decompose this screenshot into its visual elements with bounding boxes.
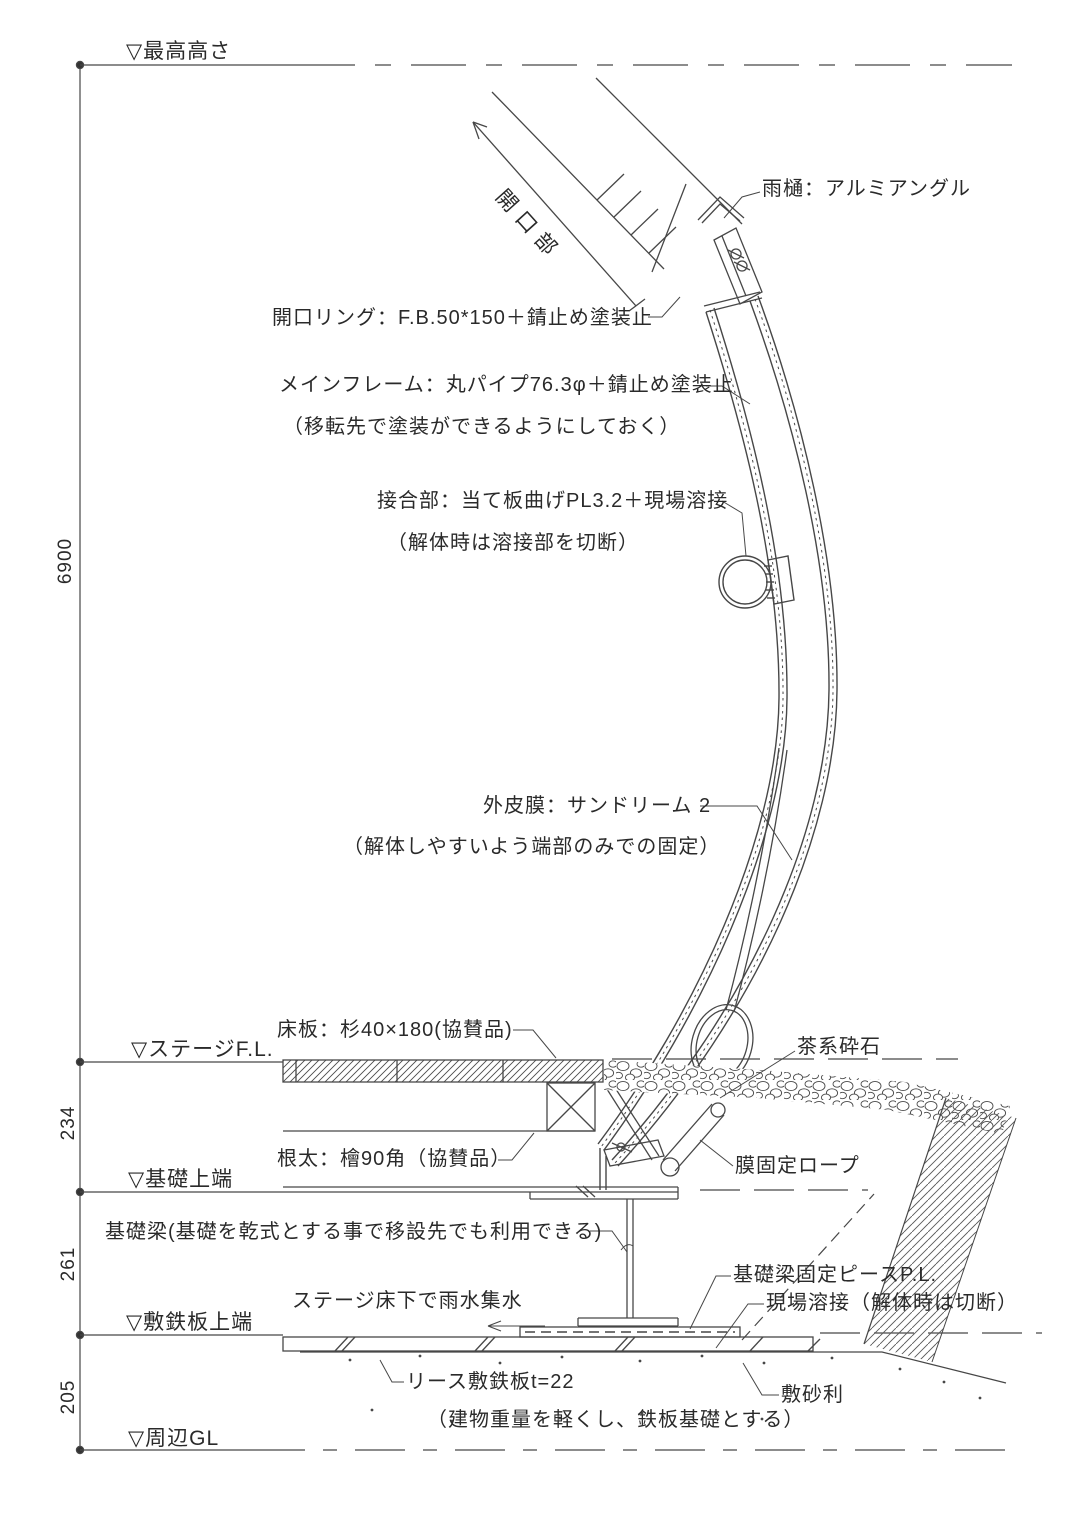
ann-lease-plate: リース敷鉄板t=22 <box>406 1371 575 1393</box>
ground-and-bank <box>300 1060 1017 1423</box>
ann-rain-gutter: 雨樋：アルミアングル <box>762 178 971 200</box>
dimension-system <box>75 60 1042 1455</box>
ann-main-frame: メインフレーム：丸パイプ76.3φ＋錆止め塗装止 <box>279 374 734 396</box>
ann-bottom-note: （建物重量を軽くし、鉄板基礎とする） <box>427 1409 805 1431</box>
ann-outer-membrane: 外皮膜：サンドリーム 2 <box>483 795 712 817</box>
gutter-and-bracket <box>697 196 763 313</box>
ann-floor-board: 床板：杉40×180(協賛品) <box>277 1019 513 1041</box>
ann-rainwater: ステージ床下で雨水集水 <box>292 1290 523 1312</box>
ann-foundation-beam: 基礎梁(基礎を乾式とする事で移設先でも利用できる) <box>105 1221 603 1243</box>
foundation-beam <box>529 1185 679 1327</box>
level-foundation-top: ▽基礎上端 <box>128 1168 234 1191</box>
base-plates <box>282 1320 821 1352</box>
level-stage-fl: ▽ステージF.L. <box>131 1038 274 1061</box>
opening-ring-assembly <box>472 77 743 312</box>
level-highest: ▽最高高さ <box>126 40 232 63</box>
ann-outer-membrane-note: （解体しやすいよう端部のみでの固定） <box>343 836 721 858</box>
ann-field-weld: 現場溶接（解体時は切断） <box>766 1292 1018 1314</box>
ann-joist: 根太：檜90角（協賛品） <box>277 1148 512 1170</box>
level-ground: ▽周辺GL <box>128 1427 220 1450</box>
membrane-edge-and-rope <box>603 747 788 1177</box>
main-frame-pipe <box>597 295 838 1190</box>
level-plate-top: ▽敷鉄板上端 <box>126 1311 254 1334</box>
dim-plate-to-gl: 205 <box>58 1379 79 1415</box>
ann-joint: 接合部：当て板曲げPL3.2＋現場溶接 <box>377 490 729 512</box>
stage-deck <box>282 1059 678 1188</box>
ann-joint-note: （解体時は溶接部を切断） <box>387 532 639 554</box>
dim-overall: 6900 <box>55 537 76 585</box>
leader-lines <box>379 191 796 1396</box>
ann-brown-gravel: 茶系砕石 <box>797 1036 881 1058</box>
ann-opening-ring: 開口リング：F.B.50*150＋錆止め塗装止 <box>272 307 653 329</box>
pipe-joint <box>718 555 795 609</box>
ann-membrane-rope: 膜固定ロープ <box>735 1155 860 1177</box>
ann-main-frame-note: （移転先で塗装ができるようにしておく） <box>283 416 681 438</box>
ann-laid-gravel: 敷砂利 <box>781 1384 844 1406</box>
dim-foundation-to-plate: 261 <box>58 1246 79 1282</box>
ann-fixing-piece: 基礎梁固定ピースP.L. <box>733 1264 937 1286</box>
dim-fl-to-foundation: 234 <box>58 1105 79 1141</box>
